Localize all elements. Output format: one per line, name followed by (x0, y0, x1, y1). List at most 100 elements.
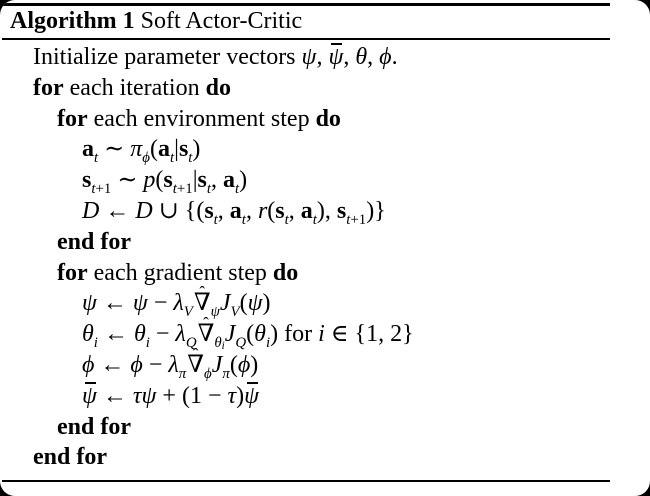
algorithm-line-13: end for (0, 412, 650, 443)
tok-i: ϕ (142, 150, 150, 167)
tok-o: ← (94, 351, 131, 378)
tok-i: λ (168, 351, 179, 378)
algorithm-line-3: for each environment step do (0, 104, 650, 135)
tok-r: +1 (350, 211, 367, 228)
tok-bm: s (275, 197, 285, 224)
subscript: t+1 (91, 181, 111, 197)
algorithm-line-6: D ← D ∪ {(st, at, r(st, at), st+1)} (0, 196, 650, 227)
tok-i: i (221, 339, 225, 352)
tok-o: ∼ (98, 136, 131, 163)
tok-r: each environment step (87, 105, 316, 132)
nabla-hat-symbol: ˆ∇ (193, 284, 211, 317)
tok-b: do (272, 259, 299, 286)
tok-i: t (235, 180, 240, 197)
tok-i: ϕ (379, 44, 392, 70)
tok-r: Initialize parameter vectors (33, 44, 302, 70)
tok-i: π (222, 365, 230, 382)
tok-o: ( (155, 167, 164, 194)
tok-bm: s (163, 167, 173, 194)
tok-bm: s (82, 167, 92, 194)
tok-o: ( (239, 290, 248, 317)
tok-i: t (213, 211, 218, 228)
tok-o: ← (96, 382, 133, 409)
tok-i: ϕ (82, 351, 95, 378)
tok-r: +1 (95, 180, 112, 197)
subscript: i (146, 335, 150, 351)
tok-b: end for (57, 228, 131, 255)
tok-bm: s (336, 197, 347, 224)
tok-ov: ψ (244, 381, 259, 409)
tok-ov: ψ (82, 381, 97, 409)
subscript: ψ (211, 304, 220, 320)
subscript: t (214, 212, 218, 228)
tok-i: ψ (301, 44, 317, 70)
tok-i: i (318, 321, 325, 348)
rule-bottom (2, 480, 610, 482)
tok-o: ( (149, 136, 158, 163)
algorithm-body: Initialize parameter vectors ψ, ψ, θ, ϕ.… (0, 42, 650, 473)
tok-o: ( (267, 197, 276, 224)
tok-o: − (142, 351, 169, 378)
tok-i: ϕ (204, 365, 212, 382)
tok-i: t (172, 180, 177, 197)
subscript: θi (214, 335, 225, 352)
tok-b: do (315, 105, 341, 132)
tok-i: t (169, 150, 175, 167)
tok-i: t (312, 211, 317, 228)
tok-o: , (245, 197, 258, 224)
tok-i: θ (133, 321, 146, 348)
subscript: π (222, 366, 229, 382)
subscript: ϕ (204, 366, 212, 382)
tok-r: 1 (366, 321, 379, 348)
tok-i: θ (254, 321, 266, 348)
tok-o: ( (246, 321, 255, 348)
algorithm-title: Algorithm 1 Soft Actor-Critic (10, 8, 302, 35)
tok-i: ψ (82, 290, 97, 317)
tok-bm: a (223, 167, 236, 194)
tok-i: θ (82, 321, 94, 348)
hat-accent: ˆ (192, 344, 199, 364)
subscript: i (266, 335, 270, 351)
tok-i: J (219, 290, 231, 317)
tok-scr: D (82, 197, 100, 224)
tok-bm: s (178, 136, 189, 163)
tok-i: t (206, 180, 212, 197)
tok-i: p (143, 167, 156, 194)
nabla-hat-symbol: ˆ∇ (198, 315, 215, 346)
algorithm-line-2: for each iteration do (0, 73, 650, 104)
tok-o: ← (97, 321, 134, 348)
tok-i: τ (227, 382, 237, 409)
subscript: i (94, 335, 98, 351)
tok-r: , (316, 44, 329, 70)
subscript: t (235, 181, 239, 197)
nabla-symbol: ∇ (193, 290, 211, 317)
tok-i: t (91, 180, 96, 197)
tok-i: V (230, 304, 240, 321)
algorithm-line-5: st+1 ∼ p(st+1|st, at) (0, 165, 650, 196)
tok-o: ) (236, 382, 245, 409)
tok-o: , (217, 197, 230, 224)
tok-r: 2 (390, 321, 403, 348)
tok-o: | (192, 167, 198, 194)
tok-bm: a (157, 136, 170, 163)
tok-b: end for (33, 444, 107, 471)
tok-o: − (147, 290, 174, 317)
subscript: t (170, 150, 174, 166)
tok-o: } (402, 321, 414, 348)
tok-bm: a (300, 197, 313, 224)
subscript: π (179, 366, 186, 382)
tok-i: π (178, 365, 187, 382)
subscript: t (207, 181, 211, 197)
tok-bm: s (204, 197, 214, 224)
subscript: V (231, 304, 240, 320)
tok-o: + ( (156, 382, 190, 409)
algorithm-line-8: for each gradient step do (0, 258, 650, 289)
tok-r: +1 (176, 180, 193, 197)
subscript: Q (235, 335, 246, 351)
hat-accent: ˆ (199, 283, 206, 303)
algorithm-line-14: end for (0, 442, 650, 473)
tok-o: , (211, 167, 224, 194)
